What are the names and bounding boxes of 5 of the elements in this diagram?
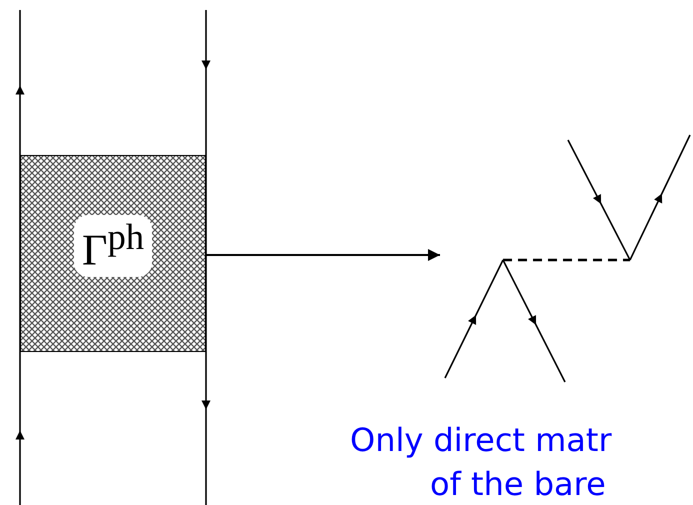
caption-text: Only direct matr: [350, 424, 612, 456]
arrow: [206, 249, 440, 261]
vertex-label: Γ$^{ph}$: [74, 215, 152, 277]
caption-text: of the bare: [430, 468, 606, 500]
hatched-vertex-box: [20, 155, 206, 352]
